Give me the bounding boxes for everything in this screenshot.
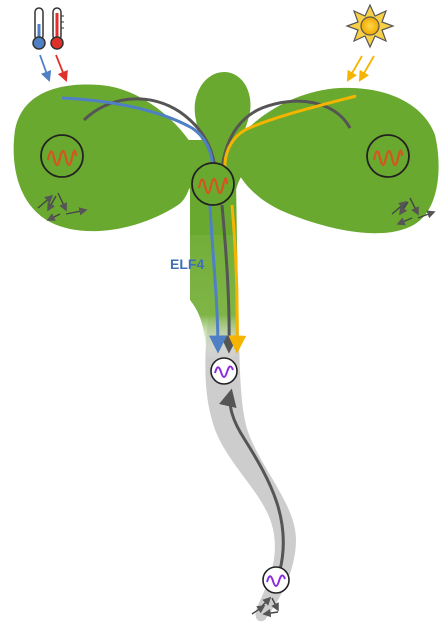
thermometer-cold-icon <box>33 8 45 49</box>
thermometer-hot-icon <box>51 8 64 49</box>
elf4-label: ELF4 <box>170 256 204 272</box>
sun-icon <box>347 5 393 47</box>
root-clock-tip <box>263 567 289 593</box>
arrow-light-input-2 <box>360 56 374 80</box>
arrow-light-input-1 <box>348 56 362 80</box>
arrow-cold-input <box>40 55 49 80</box>
root-clock-upper <box>211 358 237 384</box>
arrow-hot-input <box>56 55 66 80</box>
shoot-clock-center <box>192 163 234 205</box>
